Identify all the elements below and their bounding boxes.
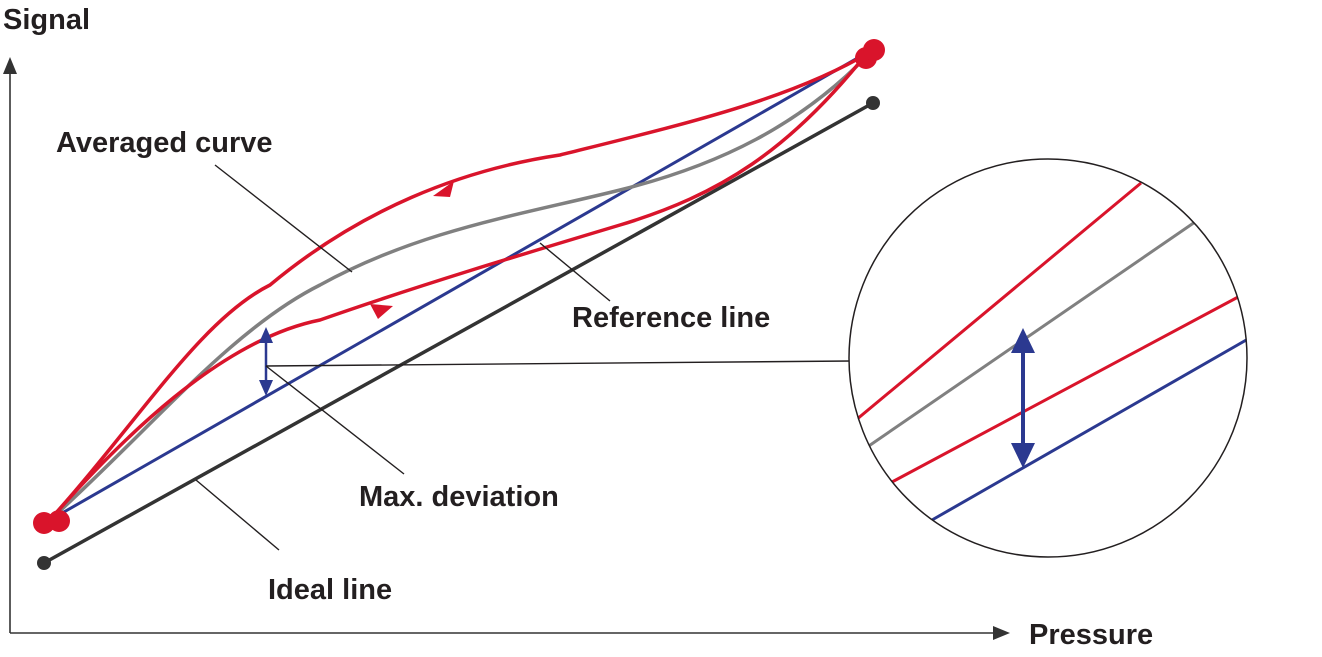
zoom-reference-line bbox=[931, 333, 1247, 522]
arrow-right-icon bbox=[370, 304, 393, 319]
arrow-left-icon bbox=[433, 181, 454, 197]
zoom-deviation-arrow-icon bbox=[1011, 328, 1035, 468]
x-axis-label: Pressure bbox=[1029, 619, 1153, 651]
reference-line bbox=[49, 50, 869, 522]
leader-averaged-curve bbox=[214, 164, 353, 273]
ideal-line-label: Ideal line bbox=[268, 574, 392, 606]
axes bbox=[3, 57, 1010, 640]
max-deviation-label: Max. deviation bbox=[359, 481, 559, 513]
end-endpoint-dots bbox=[855, 39, 885, 69]
leader-max-deviation bbox=[265, 365, 405, 475]
zoom-magnifier bbox=[848, 158, 1248, 558]
leader-ideal-line bbox=[195, 479, 280, 551]
reference-line-label: Reference line bbox=[572, 302, 770, 334]
hysteresis-curve-lower bbox=[46, 50, 870, 524]
zoom-averaged-curve bbox=[859, 220, 1196, 454]
y-axis-arrow-icon bbox=[3, 57, 17, 74]
leader-reference-line bbox=[539, 242, 611, 302]
y-axis-label: Signal bbox=[3, 4, 90, 36]
leader-zoom bbox=[265, 360, 852, 367]
zoom-upper-curve bbox=[849, 181, 1142, 427]
ideal-line-end-dot bbox=[866, 96, 880, 110]
hysteresis-curve-upper bbox=[46, 50, 871, 524]
zoom-lower-curve bbox=[891, 294, 1241, 484]
start-endpoint-dots bbox=[33, 510, 70, 534]
x-axis-arrow-icon bbox=[993, 626, 1010, 640]
max-deviation-arrow-icon bbox=[259, 327, 273, 396]
ideal-line bbox=[43, 101, 874, 565]
ideal-line-start-dot bbox=[37, 556, 51, 570]
averaged-curve-label: Averaged curve bbox=[56, 127, 273, 159]
